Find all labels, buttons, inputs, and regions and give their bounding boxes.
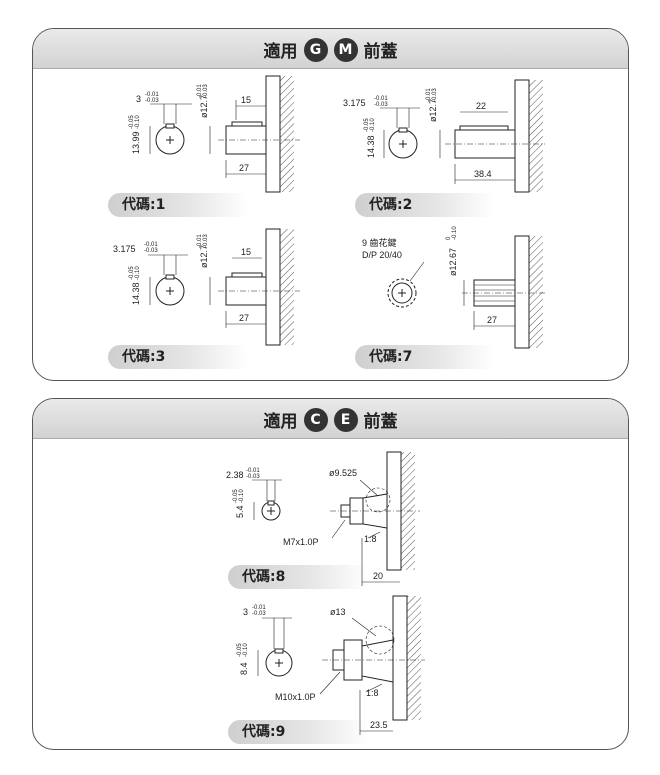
key-width-tol-lower-2: -0.03 (374, 102, 388, 108)
taper-9: 1:8 (366, 688, 379, 698)
key-width-tol-lower-1: -0.03 (145, 98, 159, 104)
key-width-tol-lower-3: -0.03 (144, 248, 158, 254)
panel-header (33, 29, 628, 69)
key-width-3: 3.175 (113, 244, 136, 254)
len-short-3: 15 (241, 247, 251, 257)
key-width-1: 3 (136, 94, 141, 104)
panel-header (33, 399, 628, 439)
key-width-9: 3 (243, 607, 248, 617)
shaft-dia-tol-lower-2: -0.03 (432, 88, 438, 102)
shaft-dia-tol-upper-7: 0 (446, 236, 452, 240)
key-depth-tol-upper-8: -0.05 (233, 489, 239, 503)
badge-g: G (303, 37, 328, 62)
key-depth-1: 13.99 (131, 131, 141, 154)
key-width-tol-upper-1: -0.01 (145, 92, 159, 98)
len-short-2: 22 (476, 101, 486, 111)
code-label-9: 代碼:9 (228, 720, 368, 744)
code-label-3: 代碼:3 (108, 345, 248, 369)
code-label-1: 代碼:1 (108, 193, 248, 217)
key-width-tol-upper-2: -0.01 (374, 96, 388, 102)
taper-8: 1:8 (364, 534, 377, 544)
len-total-7: 27 (487, 315, 497, 325)
shaft-dia-8: ø9.525 (329, 468, 357, 478)
title-prefix: 適用 (263, 412, 298, 432)
spline-pitch: D/P 20/40 (362, 250, 402, 260)
panel-title: 適用 G M 前蓋 (33, 37, 628, 62)
drawing-code-2 (380, 79, 545, 193)
key-depth-tol-lower-9: -0.10 (243, 643, 249, 657)
key-depth-3: 14.38 (131, 282, 141, 305)
badge-m: M (333, 37, 358, 62)
badge-e: E (333, 407, 358, 432)
key-width-tol-lower-9: -0.03 (252, 611, 266, 617)
key-depth-tol-lower-8: -0.10 (239, 489, 245, 503)
shaft-dia-7: ø12.67 (448, 248, 458, 276)
drawing-code-8 (252, 451, 420, 586)
code-label-2: 代碼:2 (355, 193, 495, 217)
key-depth-2: 14.38 (366, 135, 376, 158)
drawing-code-9 (257, 595, 425, 735)
len-total-3: 27 (239, 313, 249, 323)
shaft-dia-tol-lower-7: -0.10 (452, 226, 458, 240)
key-width-2: 3.175 (343, 98, 366, 108)
key-depth-9: 8.4 (239, 662, 249, 675)
len-total-1: 27 (239, 163, 249, 173)
shaft-dia-2: ø12.7 (428, 99, 438, 122)
shaft-dia-tol-lower-1: -0.03 (203, 84, 209, 98)
key-depth-tol-lower-2: -0.10 (370, 118, 376, 132)
len-short-1: 15 (241, 95, 251, 105)
key-width-8: 2.38 (226, 470, 244, 480)
title-suffix: 前蓋 (363, 42, 398, 62)
shaft-dia-tol-upper-3: -0.01 (197, 234, 203, 248)
key-width-tol-lower-8: -0.03 (246, 474, 260, 480)
len-total-2: 38.4 (474, 169, 492, 179)
badge-c: C (303, 407, 328, 432)
key-depth-tol-upper-1: -0.05 (129, 115, 135, 129)
shaft-dia-9: ø13 (330, 607, 346, 617)
panel-title: 適用 C E 前蓋 (33, 407, 628, 432)
key-depth-tol-lower-1: -0.10 (135, 115, 141, 129)
spline-label: 9 齒花鍵 (362, 237, 397, 248)
key-depth-tol-upper-2: -0.05 (364, 118, 370, 132)
drawing-code-7 (387, 235, 545, 349)
shaft-dia-tol-lower-3: -0.03 (203, 234, 209, 248)
thread-8: M7x1.0P (283, 537, 319, 547)
key-depth-tol-lower-3: -0.10 (135, 266, 141, 280)
code-label-7: 代碼:7 (355, 345, 495, 369)
key-width-tol-upper-8: -0.01 (246, 468, 260, 474)
title-prefix: 適用 (263, 42, 298, 62)
title-suffix: 前蓋 (363, 412, 398, 432)
len-total-9: 23.5 (370, 720, 388, 730)
len-total-8: 20 (373, 571, 383, 581)
shaft-dia-1: ø12.7 (199, 95, 209, 118)
code-label-8: 代碼:8 (228, 565, 368, 589)
shaft-dia-tol-upper-1: -0.01 (197, 84, 203, 98)
shaft-dia-3: ø12.7 (199, 245, 209, 268)
drawing-code-1 (149, 75, 300, 193)
key-width-tol-upper-9: -0.01 (252, 605, 266, 611)
key-depth-tol-upper-3: -0.05 (129, 266, 135, 280)
thread-9: M10x1.0P (275, 692, 316, 702)
drawing-code-3 (148, 228, 300, 346)
key-width-tol-upper-3: -0.01 (144, 242, 158, 248)
shaft-dia-tol-upper-2: -0.01 (426, 88, 432, 102)
key-depth-tol-upper-9: -0.05 (237, 643, 243, 657)
key-depth-8: 5.4 (235, 505, 245, 518)
